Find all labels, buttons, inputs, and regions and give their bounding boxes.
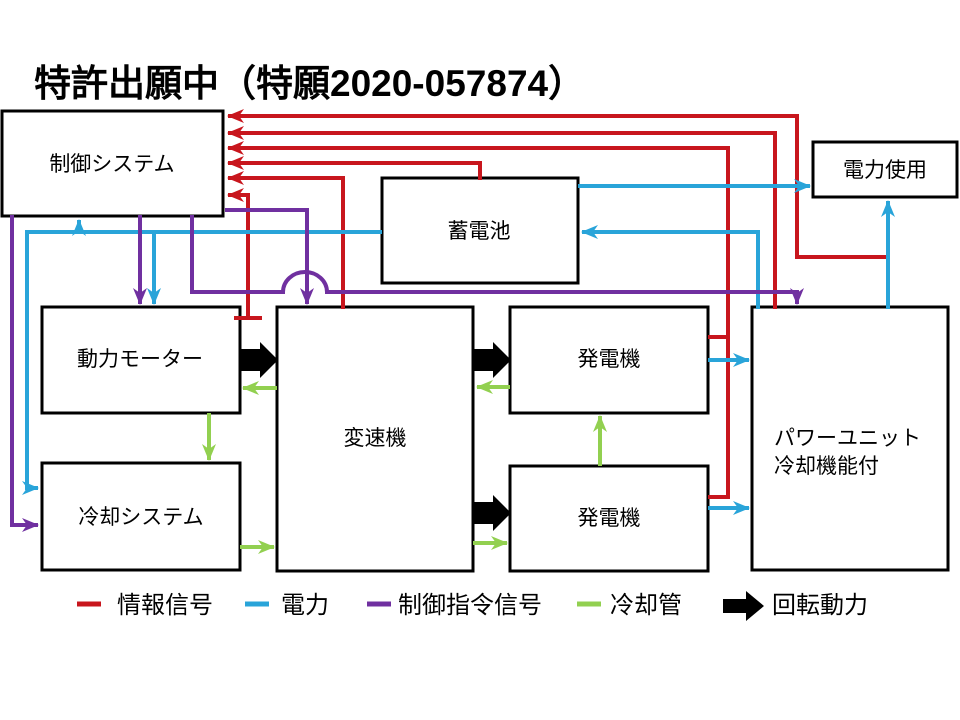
legend: 情報信号 電力 制御指令信号 冷却管 回転動力 xyxy=(77,591,868,621)
control-system-box xyxy=(0,109,225,218)
command-line-control-to-transmission xyxy=(225,208,314,305)
info-line-power-unit-to-control xyxy=(227,126,777,309)
legend-rotation-swatch xyxy=(723,591,764,621)
legend-info-label: 情報信号 xyxy=(117,592,213,619)
power-unit-label-line1: パワーユニット xyxy=(774,427,921,450)
rotation-arrow-transmission-to-generator-top xyxy=(473,342,511,378)
legend-command-label: 制御指令信号 xyxy=(398,592,542,619)
coolant-lines xyxy=(202,380,607,554)
power-lines xyxy=(22,179,895,515)
cooling-system-box xyxy=(40,461,242,572)
legend-power-label: 電力 xyxy=(281,592,329,619)
rotation-arrow-transmission-to-generator-bottom xyxy=(473,495,511,531)
legend-coolant-label: 冷却管 xyxy=(610,592,682,619)
info-line-generators-to-control xyxy=(227,141,730,499)
power-line-power-unit-to-battery xyxy=(581,225,760,309)
battery-label: 蓄電池 xyxy=(448,220,511,243)
rotation-arrow-motor-to-transmission xyxy=(240,342,278,378)
generator-bottom-label: 発電機 xyxy=(578,507,641,530)
command-lines xyxy=(10,208,804,532)
transmission-label: 変速機 xyxy=(344,427,407,450)
power-usage-label: 電力使用 xyxy=(843,159,927,182)
motor-label: 動力モーター xyxy=(77,348,203,371)
generator-top-label: 発電機 xyxy=(578,348,641,371)
info-line-transmission-to-control xyxy=(227,171,345,309)
transmission-box xyxy=(275,305,475,573)
power-usage-box xyxy=(811,140,959,199)
power-unit-label-line2: 冷却機能付 xyxy=(774,455,879,478)
generator-bottom-box xyxy=(508,464,710,573)
rotation-arrows xyxy=(240,342,511,531)
command-line-control-to-cooling xyxy=(10,215,39,532)
info-line-battery-to-control xyxy=(227,156,482,180)
slide-title: 特許出願中（特願2020-057874） xyxy=(34,63,585,104)
power-unit-box xyxy=(750,305,950,572)
control-system-label: 制御システム xyxy=(49,153,174,176)
cooling-system-label: 冷却システム xyxy=(78,506,203,529)
info-line-motor-to-control xyxy=(227,188,250,318)
power-line-battery-to-cooling xyxy=(22,230,382,495)
legend-rotation-label: 回転動力 xyxy=(772,592,868,619)
